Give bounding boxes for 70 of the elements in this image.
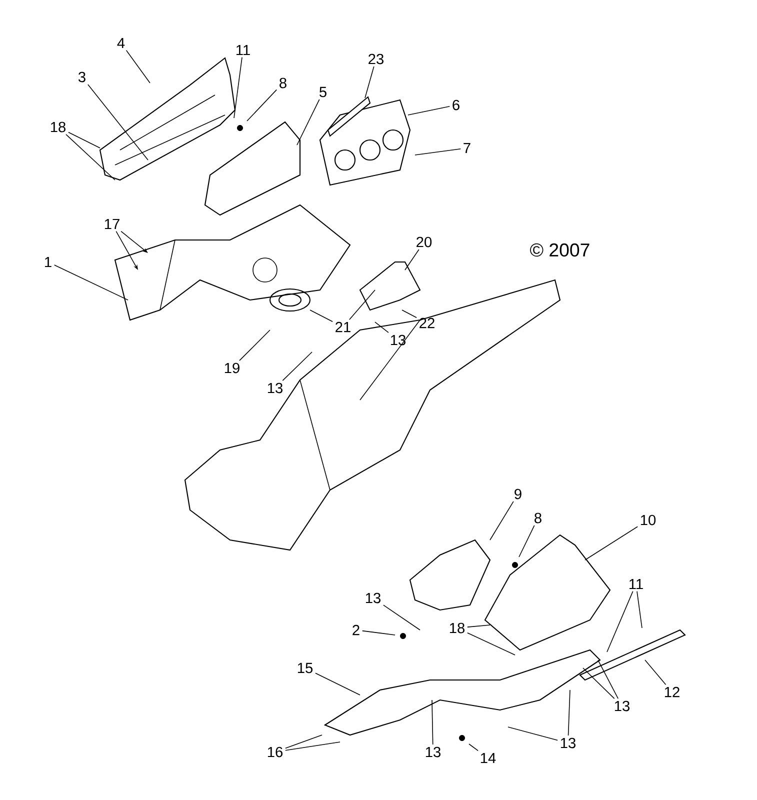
leader-line [54, 264, 128, 300]
leader-line [568, 690, 570, 736]
callout-number: 5 [320, 86, 326, 98]
leader-line [66, 134, 116, 180]
callout-number: 7 [464, 142, 470, 154]
leader-line [432, 700, 434, 745]
leader-line [606, 590, 634, 652]
callout-number: 10 [640, 514, 656, 526]
callout-number: 3 [78, 72, 86, 82]
callout-number: 14 [480, 752, 496, 764]
leader-line [383, 604, 420, 630]
callout-number: 15 [298, 662, 313, 674]
leader-line [120, 230, 148, 253]
callout-number: 12 [664, 686, 680, 698]
leader-line [285, 742, 340, 751]
callout-number: 13 [268, 382, 282, 394]
leader-line [468, 744, 478, 752]
callout-number: 18 [450, 622, 464, 634]
callout-number: 1 [45, 256, 52, 268]
callout-number: 13 [426, 746, 440, 758]
leader-line [582, 668, 615, 699]
callout-number: 18 [50, 122, 66, 132]
leader-line [584, 526, 638, 560]
leader-line [246, 89, 278, 122]
callout-number: 8 [280, 78, 286, 88]
leader-line [467, 632, 516, 656]
callout-number: 13 [560, 738, 576, 748]
leader-line [404, 249, 420, 270]
callout-number: 8 [534, 512, 542, 524]
leader-line [362, 630, 396, 636]
leader-line [598, 660, 618, 699]
leader-line [408, 106, 450, 116]
callout-number: 17 [104, 218, 120, 230]
callout-number: 13 [390, 334, 406, 346]
leader-line [414, 148, 462, 156]
leader-line [68, 132, 100, 148]
leader-line [364, 66, 374, 98]
leader-line [310, 310, 333, 322]
leader-line [402, 310, 417, 318]
callout-number: 21 [336, 322, 350, 332]
leader-line [644, 660, 666, 686]
leader-line [88, 84, 148, 160]
leader-line [239, 330, 270, 361]
callout-number: 11 [236, 44, 250, 56]
leader-line [315, 672, 360, 696]
leader-line [490, 501, 514, 540]
leader-line [285, 734, 322, 749]
leader-line [296, 99, 320, 146]
callout-number: 23 [368, 54, 384, 64]
leader-line [126, 50, 150, 84]
callout-number: 2 [352, 624, 360, 636]
callout-number: 6 [452, 100, 460, 110]
callout-number: 11 [630, 578, 643, 590]
leader-line [467, 624, 490, 628]
copyright-note: © 2007 [530, 243, 590, 257]
leader-line [282, 352, 312, 381]
callout-number: 4 [117, 38, 125, 48]
callout-number: 13 [614, 700, 630, 712]
callout-number: 19 [224, 362, 240, 374]
callout-number: 22 [420, 318, 434, 328]
leader-line [518, 525, 535, 558]
leader-line [348, 290, 376, 320]
callout-number: 20 [416, 236, 432, 248]
leader-line [508, 726, 558, 741]
callout-number: 13 [366, 592, 380, 604]
callout-number: 9 [514, 488, 522, 500]
leader-line [374, 322, 389, 333]
leader-line [234, 56, 242, 118]
leader-line [636, 590, 642, 628]
callout-number: 16 [268, 746, 282, 758]
